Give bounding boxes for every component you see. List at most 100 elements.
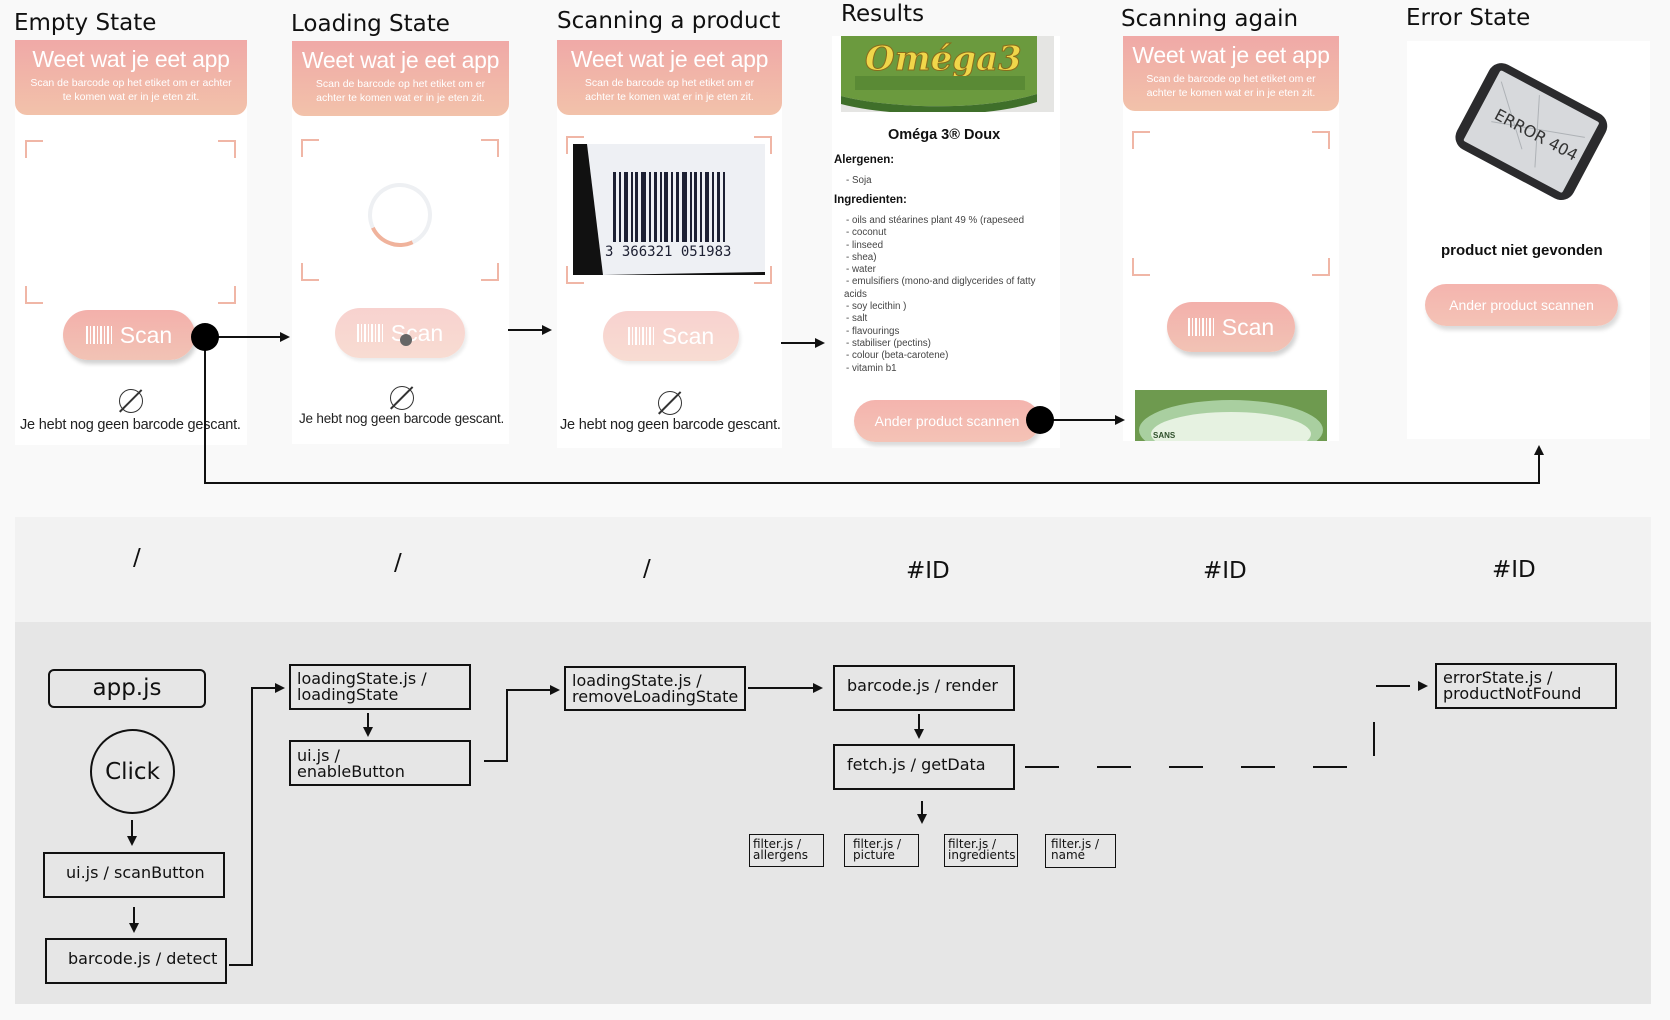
click-label: Click	[105, 758, 160, 785]
phone-results: Oméga3 Oméga 3® Doux Alergenen: - Soja I…	[832, 36, 1060, 448]
title-scanning-again: Scanning again	[1121, 6, 1299, 32]
scan-button-disabled[interactable]: Scan	[603, 311, 739, 361]
getdata-fn-label: fetch.js / getData	[847, 755, 986, 774]
detect-fn-box: barcode.js / detect	[45, 938, 227, 984]
empty-set-icon	[119, 389, 143, 413]
empty-set-icon	[390, 386, 414, 410]
filter-allergens-line1: filter.js /	[753, 837, 802, 851]
viewfinder-corner	[25, 140, 43, 158]
filter-ingredients-line1: filter.js /	[948, 837, 997, 851]
phone-error-state: ERROR 404 product niet gevonden Ander pr…	[1407, 41, 1650, 439]
viewfinder-corner	[301, 139, 319, 157]
product-not-found-fn-line1: errorState.js /	[1443, 668, 1553, 687]
viewfinder-corner	[301, 263, 319, 281]
loading-state-fn-line2: loadingState	[297, 685, 399, 704]
error-other-product-button[interactable]: Ander product scannen	[1425, 284, 1618, 326]
filter-allergens-box: filter.js / allergens	[749, 834, 824, 867]
route-label: /	[133, 545, 141, 571]
scan-button-label: Scan	[390, 319, 444, 346]
allergens-list: - Soja	[846, 175, 872, 187]
filter-name-line1: filter.js /	[1051, 837, 1100, 851]
allergen-item: - Soja	[846, 175, 872, 186]
ingredient-item: - vitamin b1	[846, 362, 897, 374]
phone-empty-state: Weet wat je eet app Scan de barcode op h…	[15, 40, 247, 445]
other-product-button[interactable]: Ander product scannen	[854, 400, 1040, 442]
viewfinder-corner	[1132, 131, 1150, 149]
barcode-number: 3 366321 051983	[605, 244, 731, 260]
app-title: Weet wat je eet app	[1132, 42, 1330, 68]
scan-button[interactable]: Scan	[63, 310, 195, 360]
viewfinder-corner	[1312, 131, 1330, 149]
ingredients-list: - oils and stéarines plant 49 % (rapesee…	[844, 215, 1056, 375]
ingredient-item: - shea)	[846, 251, 877, 263]
app-js-label: app.js	[92, 675, 162, 701]
ingredient-item: - salt	[846, 313, 868, 325]
scan-button-label: Scan	[661, 322, 715, 349]
allergens-label: Alergenen:	[834, 154, 895, 166]
app-subtitle: Scan de barcode op het etiket om er acht…	[1146, 73, 1316, 99]
app-header: Weet wat je eet app Scan de barcode op h…	[292, 41, 509, 116]
connector-dot	[191, 323, 219, 351]
viewfinder-corner	[1312, 258, 1330, 276]
title-error-state: Error State	[1406, 5, 1531, 31]
error-message: product niet gevonden	[1441, 242, 1603, 259]
arrow-empty-to-error	[204, 337, 1544, 484]
barcode-icon	[627, 327, 654, 345]
app-subtitle: Scan de barcode op het etiket om er acht…	[584, 77, 755, 103]
app-title: Weet wat je eet app	[301, 47, 500, 73]
ingredient-item: acids	[844, 288, 867, 300]
viewfinder-corner	[481, 263, 499, 281]
empty-message: Je hebt nog geen barcode gescant.	[20, 417, 241, 433]
app-header: Weet wat je eet app Scan de barcode op h…	[557, 40, 782, 115]
filter-picture-line1: filter.js /	[853, 837, 902, 851]
camera-barcode-image: 3 366321 051983	[573, 144, 765, 275]
ingredient-item: - soy lecithin )	[846, 301, 907, 313]
ingredient-item: - flavourings	[846, 325, 900, 337]
app-subtitle: Scan de barcode op het etiket om er acht…	[315, 78, 486, 104]
camera-product-image: SANS	[1135, 390, 1327, 441]
viewfinder-corner	[218, 286, 236, 304]
title-loading-state: Loading State	[291, 11, 450, 37]
route-label: #ID	[1492, 557, 1536, 583]
scan-button[interactable]: Scan	[1167, 302, 1295, 352]
product-not-found-fn-line2: productNotFound	[1443, 684, 1582, 703]
viewfinder-corner	[1132, 258, 1150, 276]
detect-fn-label: barcode.js / detect	[68, 949, 218, 968]
app-js-box: app.js	[48, 669, 206, 708]
click-circle: Click	[90, 729, 175, 814]
route-label: #ID	[1203, 558, 1247, 584]
phone-scanning-product: Weet wat je eet app Scan de barcode op h…	[557, 40, 782, 448]
product-not-found-fn-box: errorState.js / productNotFound	[1435, 663, 1617, 709]
ingredient-item: - stabiliser (pectins)	[846, 337, 931, 349]
loading-state-fn-line1: loadingState.js /	[297, 669, 427, 688]
route-label: /	[643, 556, 651, 582]
phone-loading-state: Weet wat je eet app Scan de barcode op h…	[292, 41, 509, 444]
barcode-icon	[1187, 318, 1214, 336]
product-label-text: SANS	[1153, 431, 1176, 440]
app-header: Weet wat je eet app Scan de barcode op h…	[1123, 36, 1339, 111]
filter-ingredients-line2: ingredients	[948, 848, 1016, 862]
product-photo-banner: Oméga3	[841, 36, 1054, 112]
empty-set-icon	[658, 391, 682, 415]
viewfinder-corner	[754, 136, 772, 154]
filter-name-box: filter.js / name	[1045, 834, 1116, 868]
filter-name-line2: name	[1051, 848, 1086, 862]
title-results: Results	[841, 1, 925, 27]
app-title: Weet wat je eet app	[570, 46, 769, 72]
error-phone-image: ERROR 404	[1455, 63, 1608, 201]
enable-button-fn-line2: enableButton	[297, 762, 405, 781]
enable-button-fn-line1: ui.js /	[297, 746, 340, 765]
arrow-enable-to-remove	[484, 685, 560, 762]
product-name: Oméga 3® Doux	[888, 127, 1001, 143]
filter-ingredients-box: filter.js / ingredients	[944, 834, 1018, 867]
remove-loading-fn-box: loadingState.js / removeLoadingState	[564, 666, 746, 711]
scan-button-fn-label: ui.js / scanButton	[66, 863, 205, 882]
remove-loading-fn-line2: removeLoadingState	[572, 687, 739, 706]
scan-button-fn-box: ui.js / scanButton	[43, 852, 225, 898]
route-label: /	[394, 550, 402, 576]
viewfinder-corner	[566, 266, 584, 284]
viewfinder-corner	[481, 139, 499, 157]
remove-loading-fn-line1: loadingState.js /	[572, 671, 702, 690]
scan-button-disabled[interactable]: Scan	[335, 308, 465, 358]
arrow-detect-to-loading	[229, 683, 285, 966]
